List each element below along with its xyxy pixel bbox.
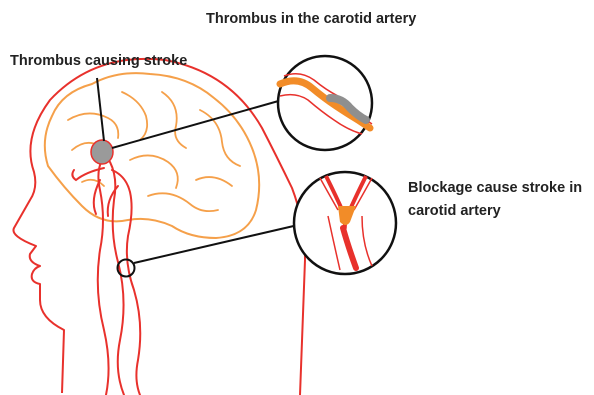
label-thrombus-stroke: Thrombus causing stroke xyxy=(10,50,187,72)
brain-thrombus xyxy=(91,140,113,164)
head-outline xyxy=(13,59,305,395)
zoom-circle-blockage xyxy=(294,172,396,274)
label-blockage-line2: carotid artery xyxy=(408,200,501,222)
label-thrombus-carotid: Thrombus in the carotid artery xyxy=(206,8,416,30)
arteries xyxy=(72,160,140,395)
zoom-circle-thrombus xyxy=(278,56,372,150)
label-blockage-line1: Blockage cause stroke in xyxy=(408,177,582,199)
